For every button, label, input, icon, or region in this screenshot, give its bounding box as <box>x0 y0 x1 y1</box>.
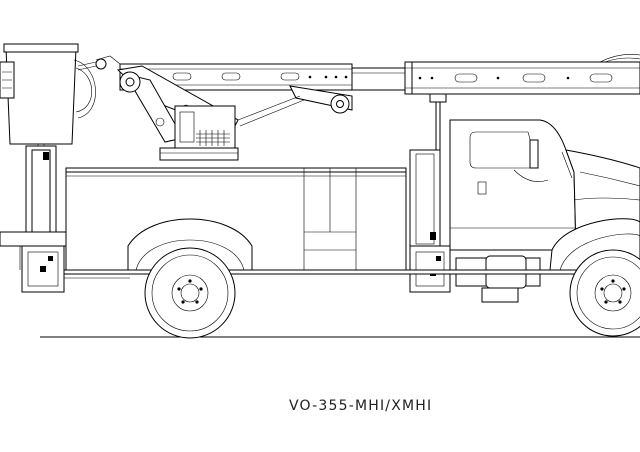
front-wheel <box>569 249 640 337</box>
rear-outrigger <box>21 145 65 293</box>
fuel-tank <box>455 255 541 303</box>
chassis-frame <box>63 269 640 279</box>
rear-wheel <box>144 247 236 339</box>
utility-body <box>0 167 407 271</box>
front-outrigger <box>409 149 451 293</box>
model-number: VO-355-MHI/XMHI <box>289 398 433 414</box>
aerial-bucket <box>0 43 96 158</box>
turret <box>159 105 239 161</box>
upper-boom <box>404 54 640 150</box>
